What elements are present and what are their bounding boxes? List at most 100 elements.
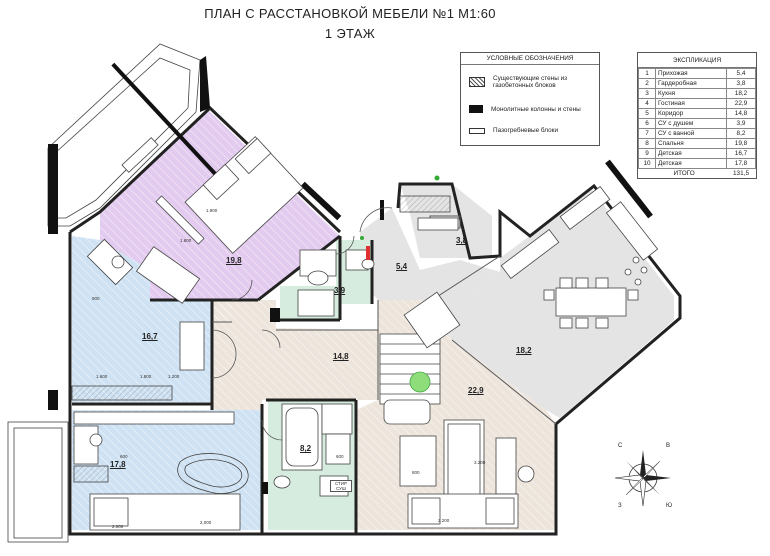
- furniture-kids2: [73, 411, 249, 531]
- row-number: 8: [638, 138, 656, 149]
- explication-title: ЭКСПЛИКАЦИЯ: [638, 53, 756, 68]
- legend-item-tongue-groove: Пазогребневые блоки: [469, 127, 558, 134]
- room-name: Детская: [655, 148, 727, 159]
- room-name: СУ с душем: [655, 118, 727, 129]
- legend-title: УСЛОВНЫЕ ОБОЗНАЧЕНИЯ: [461, 53, 599, 65]
- dim-label: 2.200: [438, 518, 450, 523]
- area-corridor: 14,8: [333, 352, 349, 361]
- room-area: 18,2: [726, 88, 756, 99]
- room-area: 3,8: [726, 78, 756, 89]
- area-hall: 5,4: [396, 262, 408, 271]
- legend-item-label: Монолитные колонны и стены: [491, 105, 581, 113]
- room-area: 8,2: [726, 128, 756, 139]
- room-name: Прихожая: [655, 68, 727, 79]
- row-number: 5: [638, 108, 656, 119]
- dim-label: 1.800: [180, 238, 192, 243]
- dim-label: 600: [336, 454, 344, 459]
- dim-label: 1.200: [168, 374, 180, 379]
- furniture-bedroom: [121, 136, 304, 254]
- room-area: 14,8: [726, 108, 756, 119]
- dim-label: 3.200: [474, 460, 486, 465]
- area-kitchen: 18,2: [516, 346, 532, 355]
- legend-item-label: Пазогребневые блоки: [493, 127, 559, 134]
- row-number: 10: [638, 158, 656, 169]
- row-number: 6: [638, 118, 656, 129]
- room-name: Спальня: [655, 138, 727, 149]
- tongue-groove-swatch-icon: [469, 127, 485, 134]
- room-area: 22,9: [726, 98, 756, 109]
- legend-item-label: Существующие стены из газобетонных блоко…: [493, 75, 568, 89]
- row-number: 4: [638, 98, 656, 109]
- plant-accent: [434, 175, 440, 181]
- riser-accent: [366, 246, 370, 260]
- area-kids1: 16,7: [142, 332, 158, 341]
- room-area: 16,7: [726, 148, 756, 159]
- dim-label: 2.000: [200, 520, 212, 525]
- monolithic-columns: [48, 56, 653, 494]
- dim-label: 800: [412, 470, 420, 475]
- room-name: Детская: [655, 158, 727, 169]
- furniture-kids1: [71, 238, 205, 401]
- aerated-block-swatch-icon: [469, 77, 485, 87]
- legend-panel: УСЛОВНЫЕ ОБОЗНАЧЕНИЯ Существующие стены …: [460, 52, 600, 146]
- area-kids2: 17,8: [110, 460, 126, 469]
- dim-label: 600: [120, 454, 128, 459]
- monolithic-swatch-icon: [469, 105, 483, 113]
- furniture-wardrobe: [399, 195, 459, 231]
- dim-label: 1.800: [140, 374, 152, 379]
- furniture-living: [383, 371, 535, 529]
- door-swings: [211, 207, 393, 441]
- dim-label: 1.900: [206, 208, 218, 213]
- compass-south-label: Ю: [666, 503, 673, 509]
- room-name: Коридор: [655, 108, 727, 119]
- area-living: 22,9: [468, 386, 484, 395]
- plan-title: ПЛАН С РАССТАНОВКОЙ МЕБЕЛИ №1 М1:60: [204, 6, 496, 21]
- area-bath: 8,2: [300, 444, 312, 453]
- plan-subtitle: 1 ЭТАЖ: [324, 26, 376, 41]
- area-bedroom: 19,8: [226, 256, 242, 265]
- room-hall: [360, 208, 500, 300]
- legend-item-aerated-block: Существующие стены из газобетонных блоко…: [469, 75, 593, 89]
- compass-rose-icon: С В З Ю: [614, 443, 673, 509]
- room-name: Кухня: [655, 88, 727, 99]
- row-number: 1: [638, 68, 656, 79]
- room-area: 5,4: [726, 68, 756, 79]
- total-area: 131,5: [726, 168, 756, 178]
- area-wardrobe: 3,8: [456, 236, 468, 245]
- room-area: 3,9: [726, 118, 756, 129]
- compass-east-label: В: [666, 443, 671, 449]
- furniture-kitchen: [500, 186, 659, 329]
- washer-label: СТИР СУШ: [330, 480, 352, 492]
- dim-label: 2.000: [112, 524, 124, 529]
- compass-west-label: З: [618, 503, 622, 509]
- room-name: Гардеробная: [655, 78, 727, 89]
- walls: [68, 105, 682, 536]
- compass-star-icon: [614, 450, 671, 507]
- dim-label: 900: [92, 296, 100, 301]
- legend-item-monolithic: Монолитные колонны и стены: [469, 105, 581, 113]
- plant-accent-2: [360, 236, 364, 240]
- room-area: 17,8: [726, 158, 756, 169]
- total-label: ИТОГО: [655, 168, 727, 178]
- compass-north-label: С: [618, 443, 623, 449]
- dim-label: 1.600: [96, 374, 108, 379]
- row-number: 3: [638, 88, 656, 99]
- room-kitchen: [432, 190, 674, 418]
- room-area: 19,8: [726, 138, 756, 149]
- row-number: 9: [638, 148, 656, 159]
- row-number: 2: [638, 78, 656, 89]
